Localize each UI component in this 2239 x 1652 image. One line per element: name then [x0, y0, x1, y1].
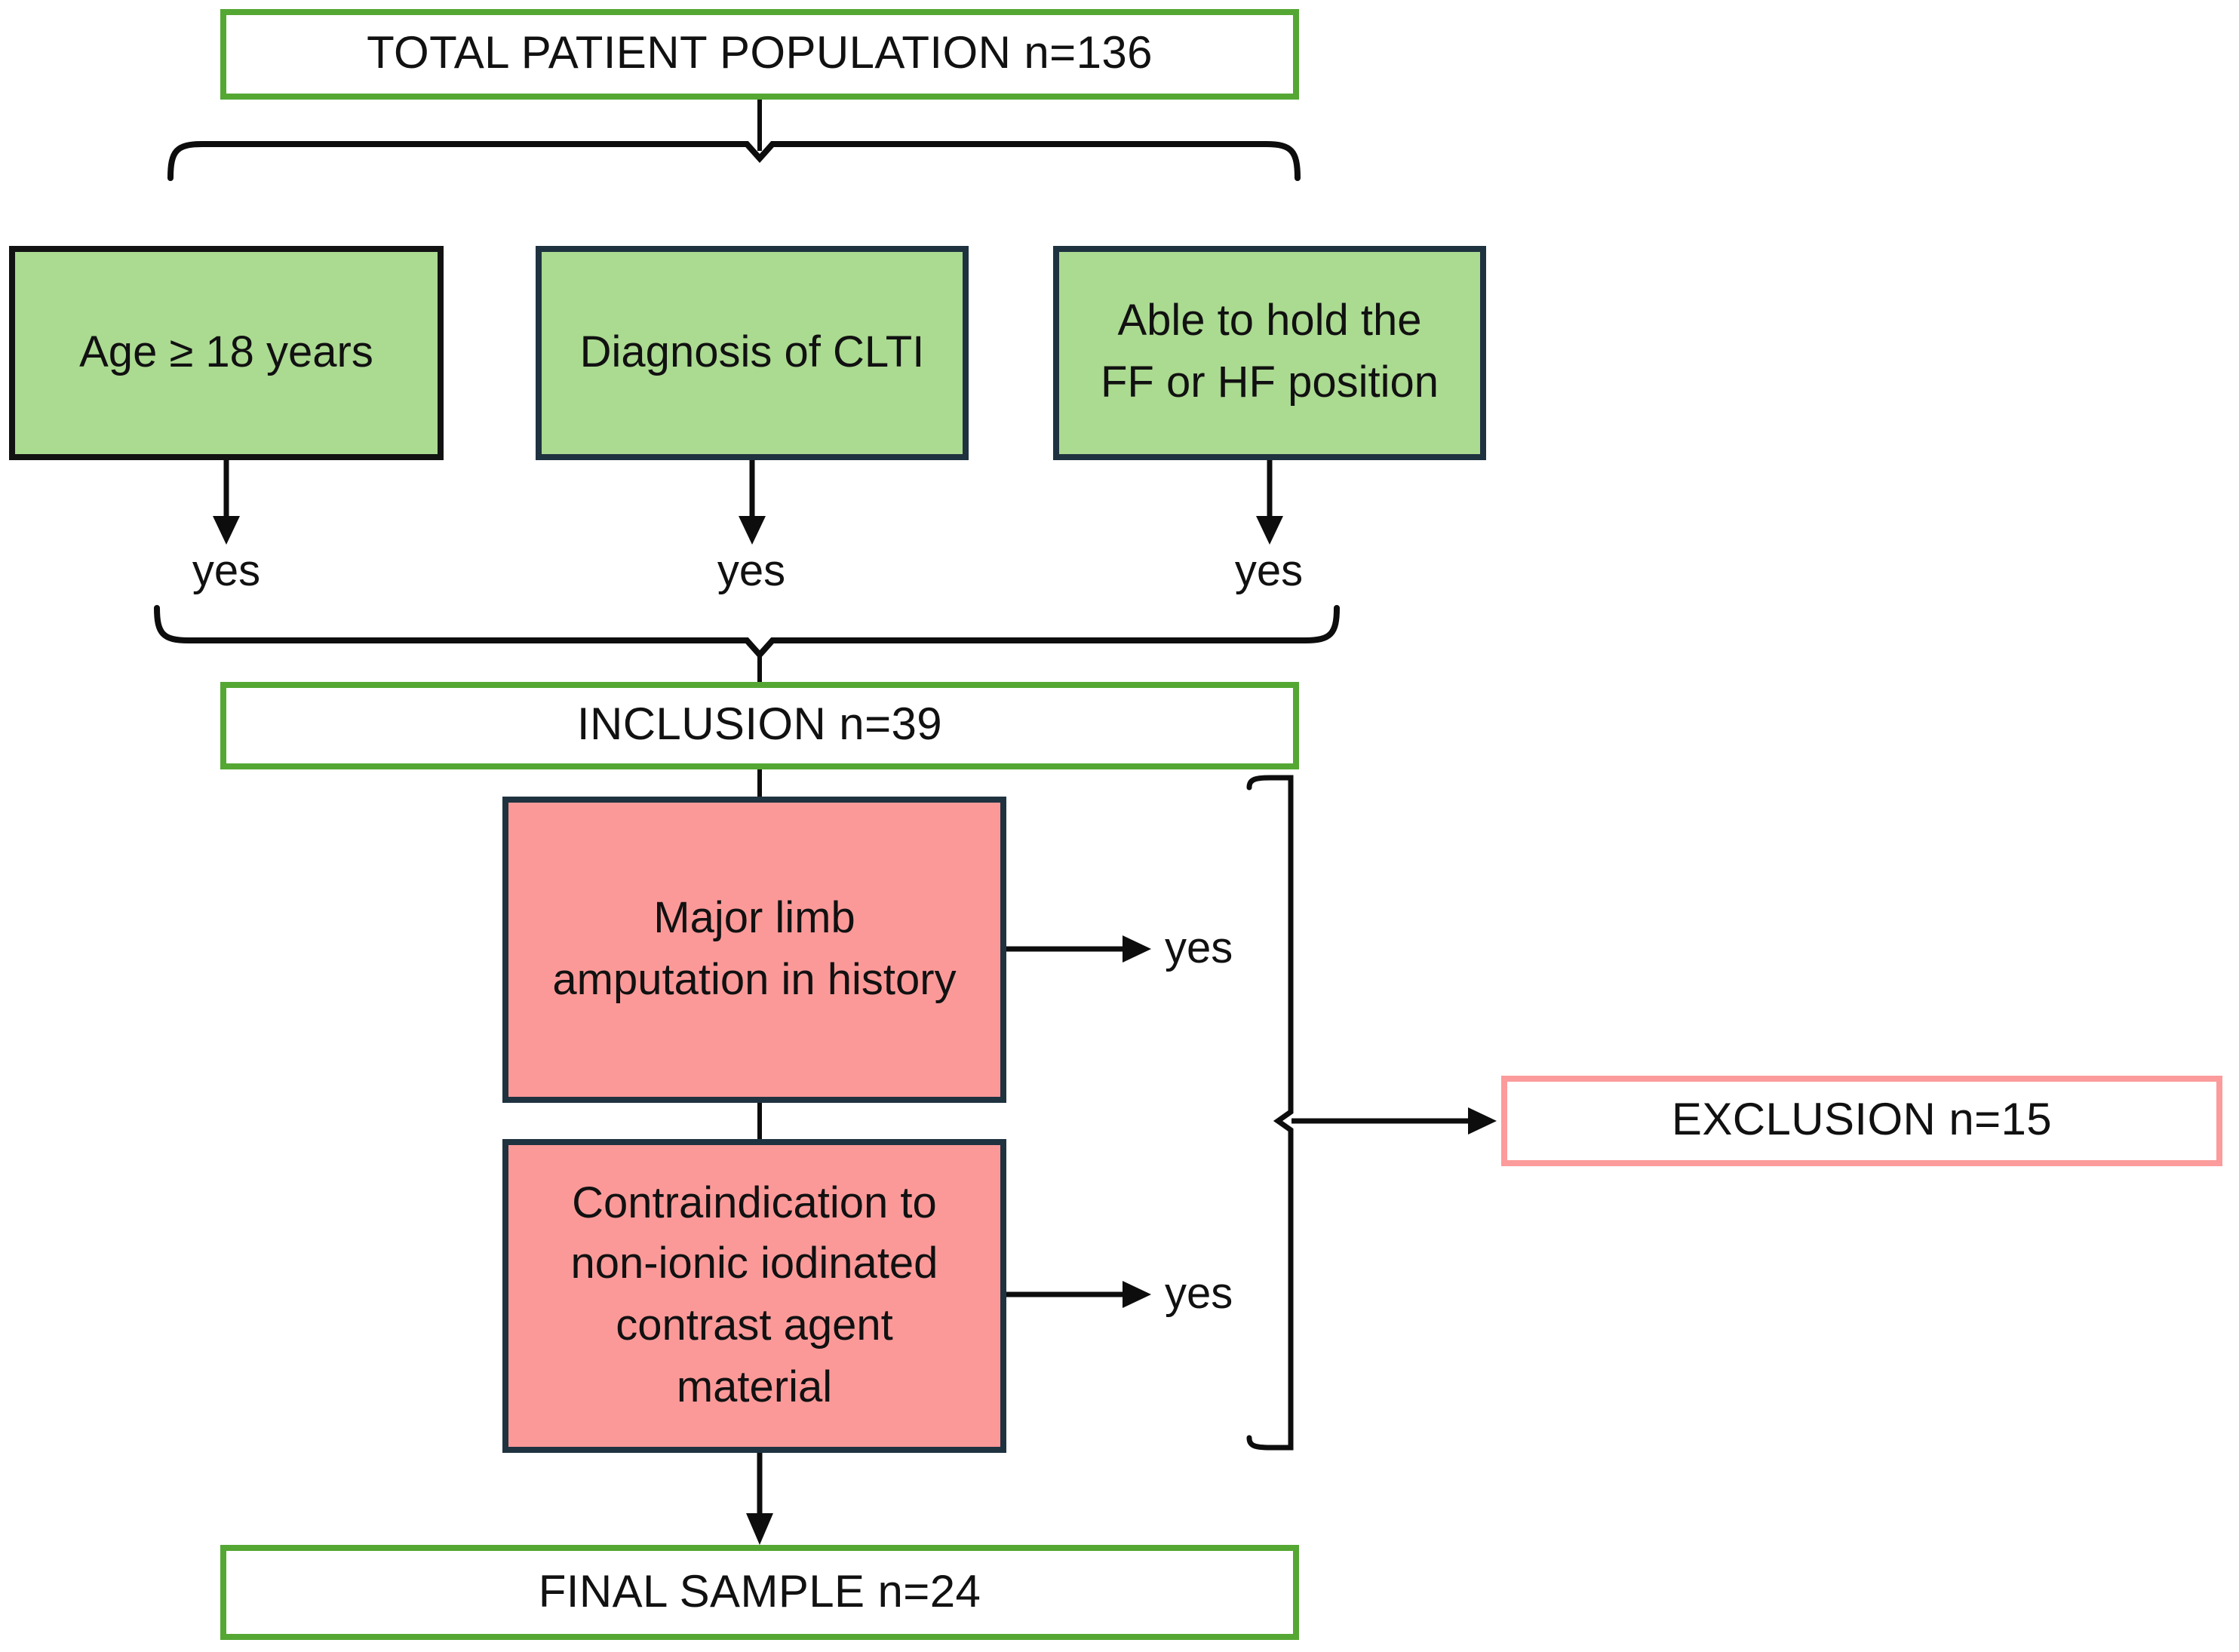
yes-label-criterion-3: yes: [1234, 548, 1304, 596]
criterion-box-clti-diagnosis: Diagnosis of CLTI: [536, 246, 969, 460]
final-sample-box: FINAL SAMPLE n=24: [220, 1545, 1299, 1640]
exclusion-label: EXCLUSION n=15: [1671, 1095, 2053, 1145]
yes-label-exclusion-2: yes: [1165, 1270, 1233, 1319]
yes-label-criterion-1: yes: [192, 548, 261, 596]
yes-label-criterion-2: yes: [717, 548, 786, 596]
arrowhead-to-exclusion-box: [1468, 1107, 1497, 1135]
inclusion-label: INCLUSION n=39: [576, 700, 943, 750]
down-arrowhead-criterion-2: [739, 516, 766, 545]
down-arrowhead-criterion-1: [213, 516, 240, 545]
final-sample-label: FINAL SAMPLE n=24: [538, 1567, 981, 1617]
exclusion-criterion-box-amputation: Major limb amputation in history: [502, 797, 1006, 1103]
right-bracket: [1246, 775, 1294, 1451]
inclusion-box: INCLUSION n=39: [220, 682, 1299, 769]
exclusion-criterion-amputation-label: Major limb amputation in history: [552, 894, 957, 1004]
bottom-brace: [154, 605, 1340, 659]
right-arrowhead-exclusion2-yes: [1123, 1281, 1151, 1308]
exclusion-criterion-contrast-label: Contraindication to non-ionic iodinated …: [570, 1179, 938, 1412]
yes-label-exclusion-1: yes: [1165, 925, 1233, 973]
exclusion-box: EXCLUSION n=15: [1501, 1076, 2222, 1166]
criterion-box-age: Age ≥ 18 years: [9, 246, 444, 460]
exclusion-criterion-box-contrast: Contraindication to non-ionic iodinated …: [502, 1139, 1006, 1453]
criterion-clti-label: Diagnosis of CLTI: [579, 328, 925, 377]
total-population-label: TOTAL PATIENT POPULATION n=136: [367, 29, 1153, 78]
top-brace: [167, 141, 1301, 181]
criterion-position-label: Able to hold the FF or HF position: [1101, 297, 1439, 407]
down-arrowhead-final: [746, 1513, 773, 1545]
down-arrowhead-criterion-3: [1256, 516, 1283, 545]
criterion-box-position: Able to hold the FF or HF position: [1053, 246, 1486, 460]
total-population-box: TOTAL PATIENT POPULATION n=136: [220, 9, 1299, 100]
criterion-age-label: Age ≥ 18 years: [79, 328, 373, 377]
right-arrowhead-exclusion1-yes: [1123, 935, 1151, 963]
